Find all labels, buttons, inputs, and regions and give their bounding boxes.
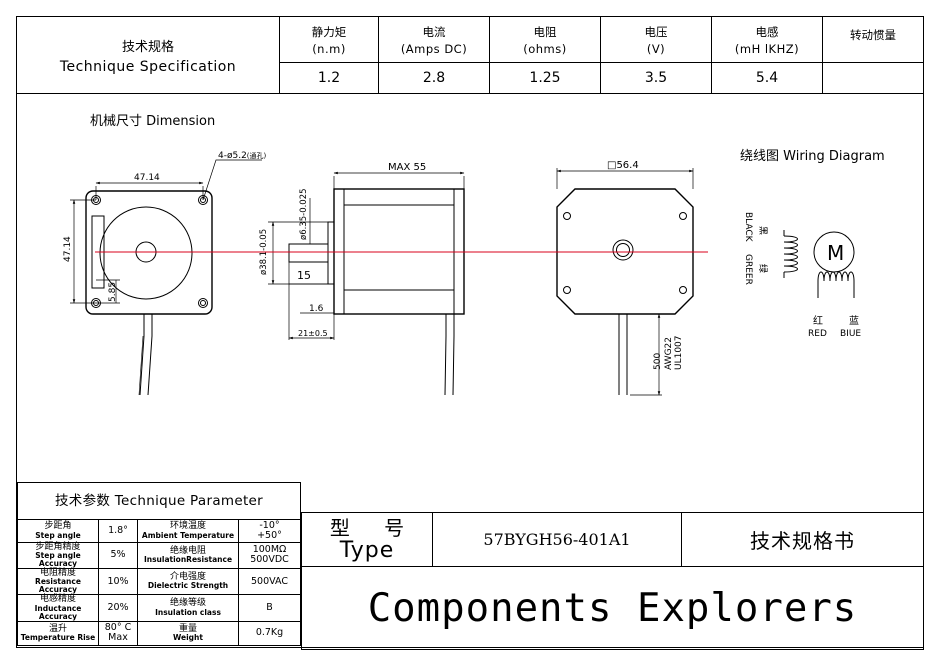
spec-book-label: 技术规格书 xyxy=(681,512,924,567)
front-view xyxy=(70,159,262,396)
spec-value-inertia xyxy=(822,62,924,94)
back-lead-length: 500 xyxy=(653,353,663,370)
spec-title-en: Technique Specification xyxy=(59,58,237,75)
spec-header-inertia: 转动惯量 xyxy=(822,16,924,63)
model-number: 57BYGH56-401A1 xyxy=(432,512,682,567)
company-name: Components Explorers xyxy=(301,566,924,650)
spec-title-cell: 技术规格 Technique Specification xyxy=(16,16,280,94)
dimension-title: 机械尺寸 Dimension xyxy=(90,114,215,129)
spec-value-voltage: 3.5 xyxy=(600,62,712,94)
parameter-title: 技术参数 Technique Parameter xyxy=(17,481,301,521)
side-shaft-label: ø6.35-0.025 xyxy=(299,188,309,240)
spec-header-voltage: 电压(V) xyxy=(600,16,712,63)
motor-symbol: M xyxy=(827,241,844,265)
spec-header-torque: 静力矩(n.m) xyxy=(279,16,379,63)
side-flange-label: 1.6 xyxy=(309,304,324,314)
side-total-label: 21±0.5 xyxy=(298,329,328,338)
spec-value-inductance: 5.4 xyxy=(711,62,823,94)
back-square-label: □56.4 xyxy=(607,160,639,171)
front-width-label: 47.14 xyxy=(134,173,160,183)
wire-red-cn: 红 xyxy=(813,314,823,327)
back-view xyxy=(556,168,694,396)
back-lead-ul: UL1007 xyxy=(674,335,684,370)
wiring-diagram xyxy=(783,230,855,298)
spec-value-torque: 1.2 xyxy=(279,62,379,94)
type-cell: 型 号 Type xyxy=(301,512,433,567)
type-en: Type xyxy=(339,537,395,563)
side-view xyxy=(268,171,465,396)
wire-red-en: RED xyxy=(808,329,827,339)
spec-title-cn: 技术规格 xyxy=(121,39,174,55)
wire-blue-en: BIUE xyxy=(840,329,861,339)
spec-value-current: 2.8 xyxy=(378,62,490,94)
wire-green-en: GREER xyxy=(743,254,753,285)
spec-header-resistance: 电阻(ohms) xyxy=(489,16,601,63)
title-block: 型 号 Type 57BYGH56-401A1 技术规格书 Components… xyxy=(301,512,924,650)
back-lead-awg: AWG22 xyxy=(664,337,674,370)
type-cn: 型 号 xyxy=(329,515,419,540)
side-max-label: MAX 55 xyxy=(388,162,426,173)
wire-blue-cn: 蓝 xyxy=(849,315,859,327)
hole-note: 4-ø5.2(通孔) xyxy=(218,151,267,161)
spec-header-inductance: 电感(mH lKHZ) xyxy=(711,16,823,63)
front-offset-label: 5.85 xyxy=(108,282,118,302)
wire-green-cn: 绿 xyxy=(757,264,769,273)
wire-black-cn: 黑 xyxy=(757,226,768,235)
spec-value-resistance: 1.25 xyxy=(489,62,601,94)
spec-table: 技术规格 Technique Specification 静力矩(n.m) 电流… xyxy=(16,16,924,94)
wire-black-en: BLACK xyxy=(743,212,753,243)
wiring-title: 绕线图 Wiring Diagram xyxy=(740,149,885,164)
front-height-label: 47.14 xyxy=(63,236,73,262)
side-shaft-length: 15 xyxy=(297,269,311,282)
